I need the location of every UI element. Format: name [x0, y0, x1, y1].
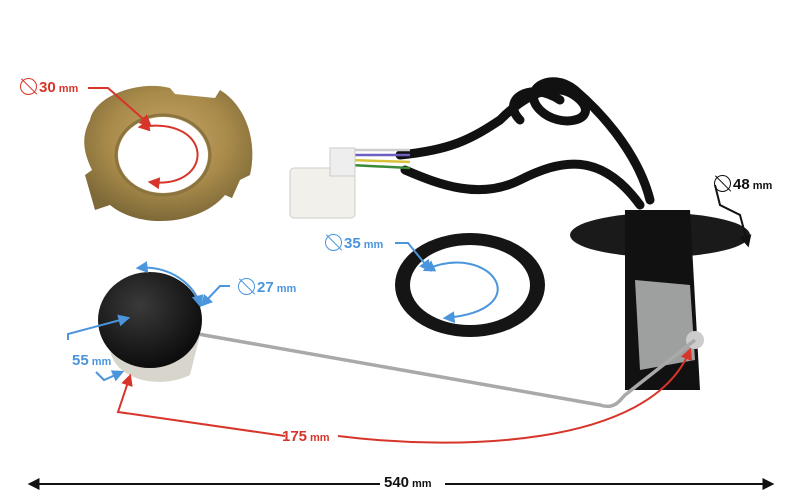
wire-harness — [395, 77, 655, 210]
dimension-unit: mm — [91, 356, 112, 368]
dimension-unit: mm — [412, 478, 432, 490]
dimension-value: 540 — [384, 474, 410, 491]
dimension-unit: mm — [363, 239, 384, 251]
gasket-ring — [395, 233, 545, 337]
float-ball — [98, 272, 202, 382]
lock-ring — [84, 85, 253, 222]
dimension-unit: mm — [310, 432, 330, 444]
diameter-icon — [238, 278, 255, 295]
dimension-unit: mm — [276, 283, 297, 295]
dimension-unit: mm — [58, 83, 79, 95]
dimension-value: 48 — [733, 176, 750, 193]
diameter-icon — [714, 175, 731, 192]
float-arm — [129, 320, 697, 408]
dimension-value: 30 — [39, 79, 56, 96]
diameter-icon — [325, 234, 342, 251]
dimension-value: 27 — [257, 279, 274, 296]
dimension-value: 35 — [344, 235, 361, 252]
color-wires — [349, 148, 411, 170]
diameter-icon — [20, 78, 37, 95]
sender-unit — [570, 210, 750, 390]
connector-plug — [289, 167, 356, 219]
dimension-value: 55 — [72, 352, 89, 369]
dimension-value: 175 — [282, 428, 308, 445]
dimension-unit: mm — [752, 180, 773, 192]
